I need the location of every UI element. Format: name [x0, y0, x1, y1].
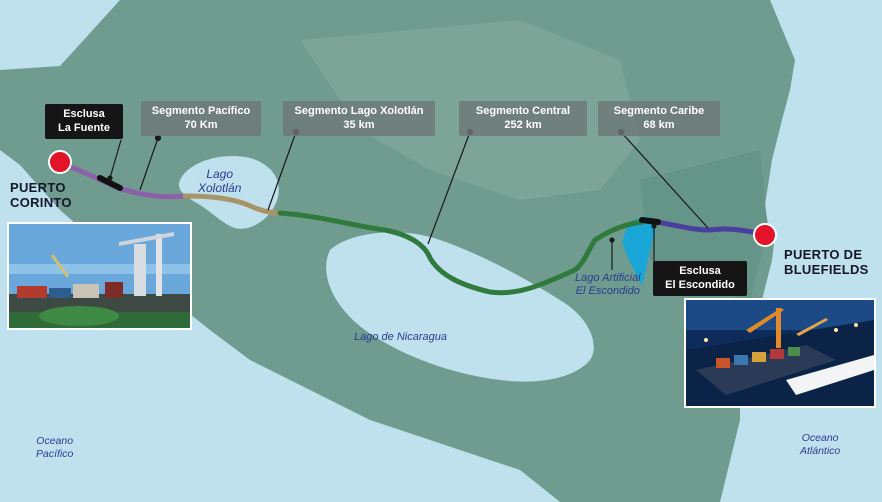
artificial-lake-label: Lago Artificial El Escondido [575, 272, 641, 298]
segment-name: Segmento Central [475, 105, 571, 117]
lock-line1: Esclusa [679, 265, 721, 277]
segment-pacific-label: Segmento Pacífico 70 Km [141, 101, 261, 136]
port-corinto-marker [48, 150, 72, 174]
segment-name: Segmento Lago Xolotlán [294, 105, 424, 117]
lake-line2: Xolotlán [198, 181, 242, 195]
leader-dot [609, 237, 615, 243]
segment-length: 70 Km [184, 119, 218, 131]
port-line1: PUERTO [10, 180, 66, 195]
segment-length: 35 km [343, 119, 375, 131]
lake-xolotlan-shape [179, 156, 279, 229]
ocean-line2: Pacífico [36, 448, 74, 460]
corinto-port-photo [7, 222, 192, 330]
lock-el-escondido-mark [639, 217, 661, 225]
segment-xolotlan-label: Segmento Lago Xolotlán 35 km [283, 101, 435, 136]
lock-el-escondido-label: Esclusa El Escondido [653, 261, 747, 296]
segment-caribbean-label: Segmento Caribe 68 km [598, 101, 720, 136]
leader-la-fuente [109, 139, 122, 179]
ocean-line2: Atlántico [800, 445, 841, 457]
leader-dot [651, 223, 657, 229]
bluefields-photo-drawing [686, 300, 874, 406]
port-line2: BLUEFIELDS [784, 262, 869, 277]
ocean-line1: Oceano [36, 435, 74, 447]
lock-la-fuente-label: Esclusa La Fuente [45, 104, 123, 139]
port-bluefields-marker [753, 223, 777, 247]
lake-nicaragua-shape [326, 232, 594, 382]
leader-central [427, 131, 471, 245]
leader-dot [107, 175, 113, 181]
port-bluefields-label: PUERTO DE BLUEFIELDS [784, 247, 869, 277]
lake-line2: El Escondido [575, 285, 640, 297]
lake-line1: Lago [206, 167, 234, 181]
route-central-segment [277, 210, 645, 296]
lock-line2: El Escondido [665, 279, 735, 291]
route-lake-segment [182, 193, 283, 216]
segment-name: Segmento Caribe [613, 105, 705, 117]
lake-line1: Lago Artificial [575, 272, 641, 284]
lock-line1: Esclusa [63, 108, 105, 120]
port-line2: CORINTO [10, 195, 72, 210]
segment-name: Segmento Pacífico [151, 105, 251, 117]
leader-caribbean [620, 131, 709, 229]
corinto-photo-drawing [9, 224, 190, 328]
lock-line2: La Fuente [58, 122, 110, 134]
segment-central-label: Segmento Central 252 km [459, 101, 587, 136]
segment-length: 252 km [504, 119, 542, 131]
leader-dot [154, 134, 162, 142]
port-line1: PUERTO DE [784, 247, 863, 262]
lake-xolotlan-label: Lago Xolotlán [198, 167, 241, 195]
lock-la-fuente-mark [97, 175, 123, 191]
atlantic-ocean-label: Oceano Atlántico [800, 432, 840, 458]
segment-length: 68 km [643, 119, 675, 131]
route-caribbean-segment [653, 219, 765, 237]
ocean-line1: Oceano [801, 432, 839, 444]
port-corinto-label: PUERTO CORINTO [10, 180, 72, 210]
artificial-lake-shape [622, 216, 656, 286]
pacific-ocean-label: Oceano Pacífico [36, 435, 73, 461]
lake-nicaragua-label: Lago de Nicaragua [354, 331, 447, 343]
leader-xolotlan [267, 131, 297, 211]
bluefields-port-photo [684, 298, 876, 408]
leader-pacific [139, 137, 159, 191]
